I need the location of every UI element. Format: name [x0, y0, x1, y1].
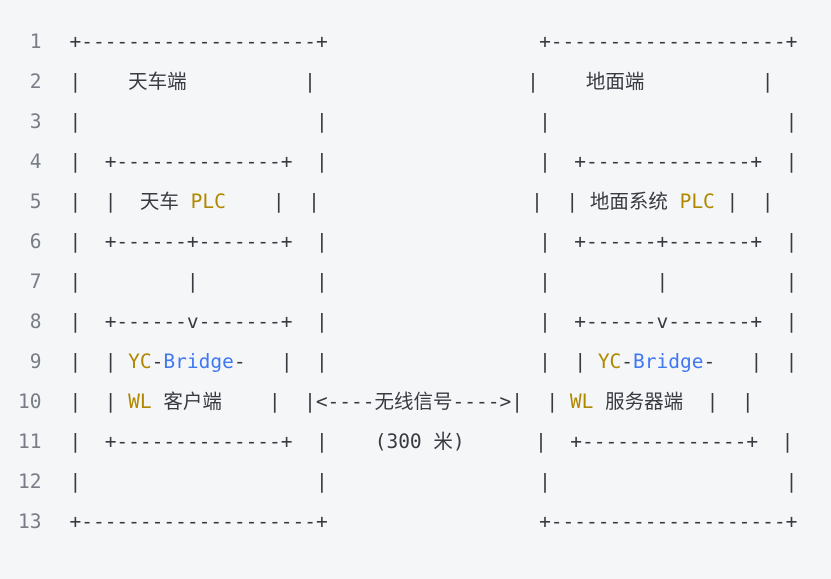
line-number: 2: [29, 70, 42, 93]
code-text: | +------+-------+ | | +------+-------+ …: [69, 230, 797, 253]
code-token: YC: [128, 350, 152, 373]
code-token: +--------------------+ +----------------…: [69, 510, 798, 533]
line-number: 5: [29, 190, 42, 213]
code-line: 4 | +--------------+ | | +--------------+…: [18, 142, 821, 182]
code-text: | +------v-------+ | | +------v-------+ …: [69, 310, 797, 333]
code-line: 5 | | 天车 PLC | | | | 地面系统 PLC | |: [18, 182, 821, 222]
code-token: Bridge: [633, 350, 704, 373]
line-number: 13: [18, 510, 42, 533]
code-lines: 1 +--------------------+ +---------------…: [18, 22, 821, 542]
code-token: -: [151, 350, 164, 373]
line-number: 1: [29, 30, 42, 53]
line-number: 11: [18, 430, 42, 453]
code-token: WL: [128, 390, 152, 413]
code-token: | | | | 地面系统: [225, 190, 680, 213]
code-text: | | | | | |: [69, 270, 797, 293]
code-token: | | 天车: [69, 190, 191, 213]
code-line: 10 | | WL 客户端 | |<----无线信号---->| | WL 服务器…: [18, 382, 821, 422]
code-line: 13 +--------------------+ +--------------…: [18, 502, 821, 542]
line-number: 10: [18, 390, 42, 413]
line-number: 9: [29, 350, 42, 373]
code-text: | | WL 客户端 | |<----无线信号---->| | WL 服务器端 …: [69, 390, 753, 413]
code-line: 12 | | | |: [18, 462, 821, 502]
code-token: 服务器端 | |: [593, 390, 754, 413]
code-token: | | | |: [69, 470, 798, 493]
code-token: 客户端 | |<----无线信号---->| |: [151, 390, 570, 413]
code-text: | +--------------+ | | +--------------+ …: [69, 150, 797, 173]
code-token: YC: [597, 350, 622, 373]
code-line: 9| | YC-Bridge- | | | | YC-Bridge- | |: [18, 342, 821, 382]
code-line: 11 | +--------------+ | (300 米) | +------…: [18, 422, 821, 462]
code-text: | +--------------+ | (300 米) | +--------…: [69, 430, 793, 453]
code-line: 8 | +------v-------+ | | +------v-------+…: [18, 302, 821, 342]
code-token: Bridge: [163, 350, 234, 373]
line-number: 7: [29, 270, 42, 293]
code-token: - | |: [703, 350, 798, 373]
code-token: | |: [714, 190, 774, 213]
code-token: | +------+-------+ | | +------+-------+ …: [69, 230, 798, 253]
code-text: | | | |: [69, 470, 797, 493]
code-token: | +--------------+ | (300 米) | +--------…: [69, 430, 794, 453]
code-line: 1 +--------------------+ +---------------…: [18, 22, 821, 62]
code-token: | 天车端 | | 地面端 |: [69, 70, 774, 93]
code-token: PLC: [190, 190, 226, 213]
code-token: - | | | |: [233, 350, 598, 373]
code-text: +--------------------+ +----------------…: [69, 30, 797, 53]
code-line: 6 | +------+-------+ | | +------+-------+…: [18, 222, 821, 262]
code-token: | |: [69, 390, 129, 413]
line-number: 12: [18, 470, 42, 493]
code-token: | +--------------+ | | +--------------+ …: [69, 150, 798, 173]
code-token: | |: [69, 350, 129, 373]
code-token: PLC: [679, 190, 715, 213]
code-token: +--------------------+ +----------------…: [69, 30, 798, 53]
code-token: | +------v-------+ | | +------v-------+ …: [69, 310, 798, 333]
code-token: WL: [569, 390, 594, 413]
code-line: 7 | | | | | |: [18, 262, 821, 302]
code-token: | | | |: [69, 110, 798, 133]
code-line: 3 | | | |: [18, 102, 821, 142]
code-line: 2 | 天车端 | | 地面端 |: [18, 62, 821, 102]
line-number: 3: [29, 110, 42, 133]
line-number: 4: [29, 150, 42, 173]
line-number: 8: [29, 310, 42, 333]
code-text: | | | |: [69, 110, 797, 133]
code-text: +--------------------+ +----------------…: [69, 510, 797, 533]
line-number: 6: [29, 230, 42, 253]
code-text: | | YC-Bridge- | | | | YC-Bridge- | |: [69, 350, 797, 373]
code-token: -: [621, 350, 634, 373]
code-text: | | 天车 PLC | | | | 地面系统 PLC | |: [69, 190, 773, 213]
code-text: | 天车端 | | 地面端 |: [69, 70, 773, 93]
code-token: | | | | | |: [69, 270, 798, 293]
